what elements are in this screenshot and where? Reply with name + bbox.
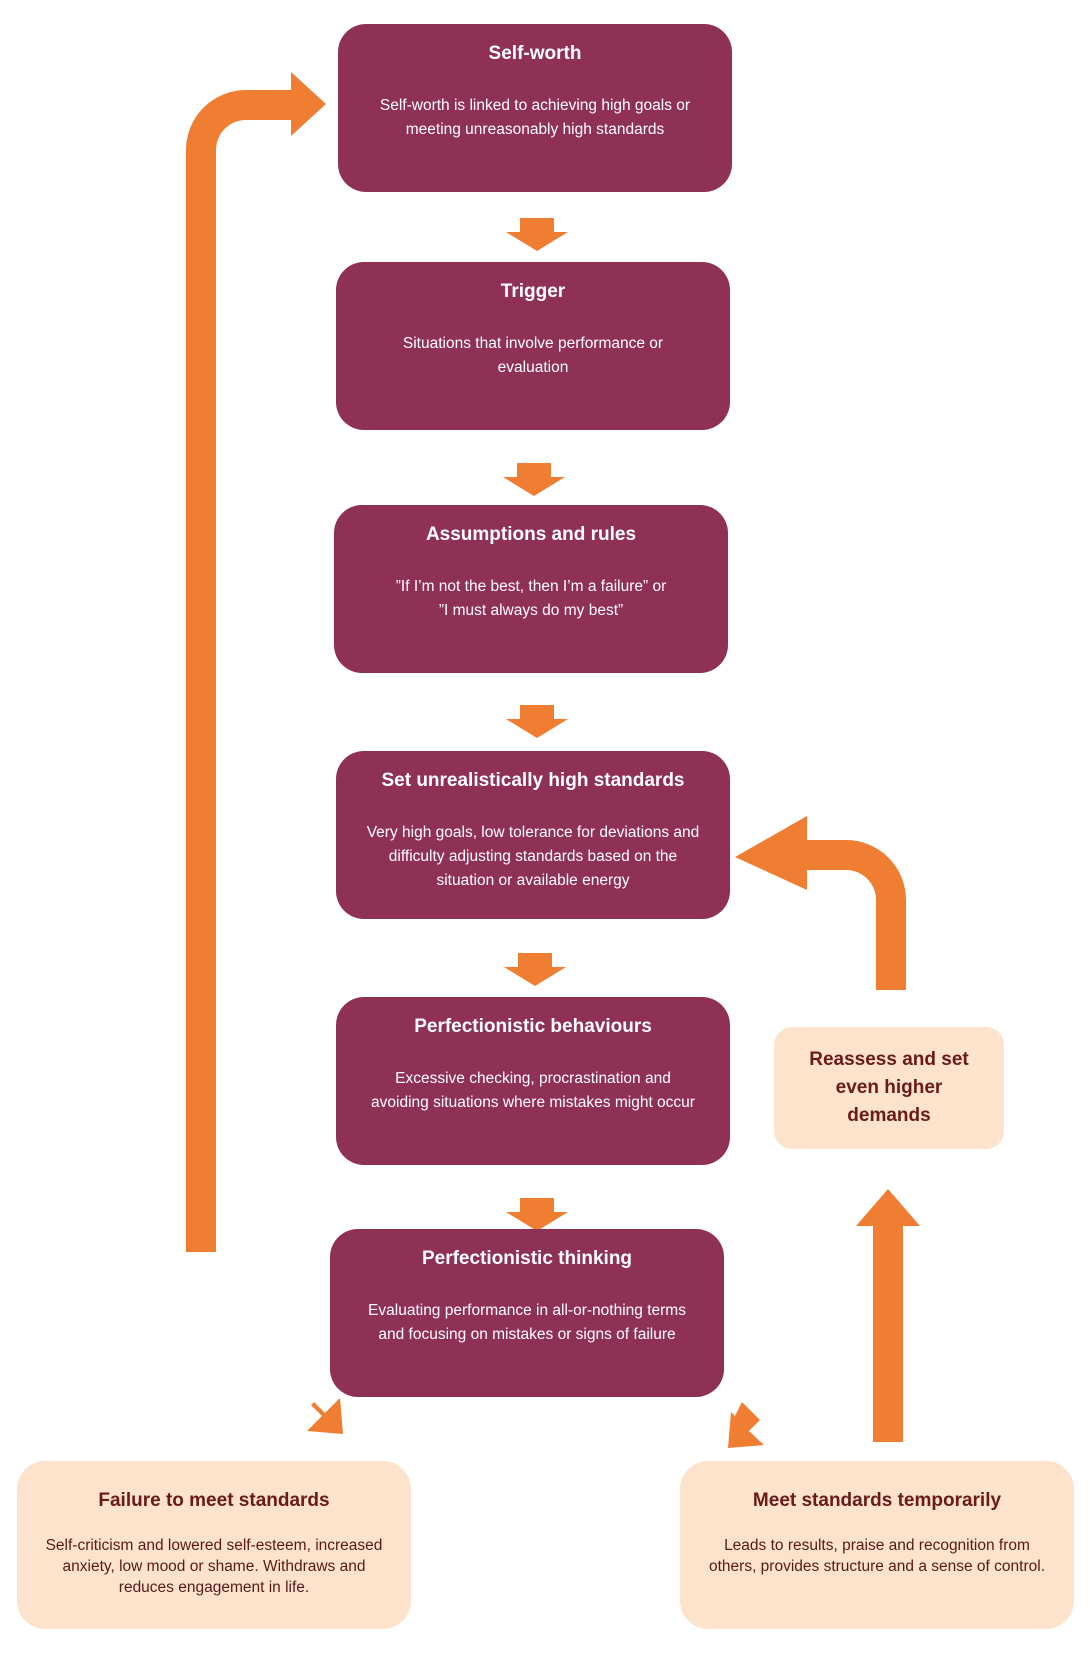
thinking-body: Evaluating performance in all-or-nothing… [368,1302,686,1343]
reassess-title: Reassess and set even higher demands [809,1049,969,1126]
standards-box: Set unrealistically high standards Very … [336,751,730,919]
down-arrow-1 [506,218,568,251]
self-worth-body: Self-worth is linked to achieving high g… [379,97,691,138]
assumptions-box: Assumptions and rules ”If I’m not the be… [334,505,728,673]
up-arrow-right [856,1189,920,1442]
failure-box: Failure to meet standards Self-criticism… [17,1461,411,1629]
self-worth-title: Self-worth [488,43,582,64]
trigger-box: Trigger Situations that involve performa… [336,262,730,430]
behaviours-box: Perfectionistic behaviours Excessive che… [336,997,730,1165]
behaviours-title: Perfectionistic behaviours [414,1016,652,1037]
meet-body: Leads to results, praise and recognition… [708,1537,1045,1575]
failure-body: Self-criticism and lowered self-esteem, … [45,1537,383,1596]
standards-body: Very high goals, low tolerance for devia… [366,824,700,889]
diag-arrow-left [293,1398,343,1434]
trigger-body: Situations that involve performance or e… [402,335,664,376]
assumptions-title: Assumptions and rules [425,524,637,545]
standards-title: Set unrealistically high standards [381,770,685,791]
meet-title: Meet standards temporarily [752,1490,1002,1511]
trigger-title: Trigger [500,281,566,302]
down-arrow-3 [506,705,568,738]
loop-arrow-left [186,72,326,1252]
reassess-box: Reassess and set even higher demands [774,1027,1004,1149]
loop-arrow-right [735,816,906,990]
diag-arrow-right [728,1402,764,1448]
failure-title: Failure to meet standards [98,1490,330,1511]
down-arrow-5 [506,1198,568,1231]
thinking-title: Perfectionistic thinking [421,1248,633,1269]
assumptions-body: ”If I’m not the best, then I’m a failure… [395,578,667,619]
down-arrow-4 [504,953,566,986]
down-arrow-2 [503,463,565,496]
meet-box: Meet standards temporarily Leads to resu… [680,1461,1074,1629]
behaviours-body: Excessive checking, procrastination and … [371,1070,695,1111]
self-worth-box: Self-worth Self-worth is linked to achie… [338,24,732,192]
thinking-box: Perfectionistic thinking Evaluating perf… [330,1229,724,1397]
